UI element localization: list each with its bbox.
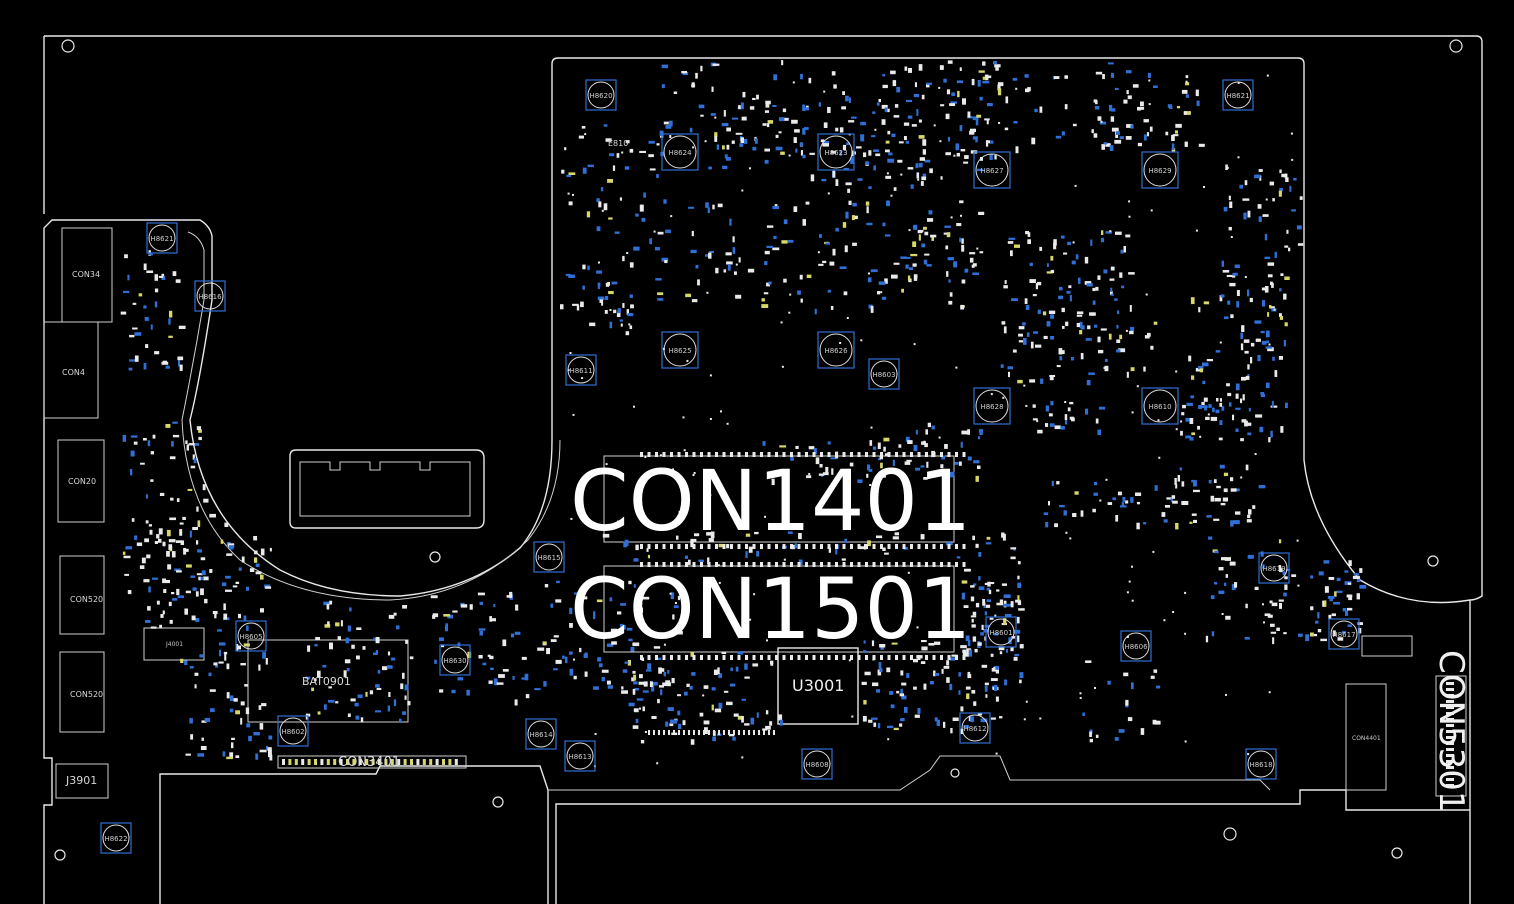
con52b-label: CON520 — [70, 690, 103, 699]
mounting-hole-label: H8602 — [281, 728, 304, 736]
con1401-footprint — [603, 455, 955, 543]
mounting-hole-label: H8608 — [805, 761, 828, 769]
board-bottom-step — [159, 765, 1470, 904]
mounting-hole: H8612 — [959, 712, 991, 744]
con4401-label: CON4401 — [1352, 735, 1381, 742]
mounting-hole: H8626 — [817, 331, 855, 369]
mounting-hole-label: H8612 — [963, 725, 986, 733]
mounting-hole-label: H8617 — [1332, 631, 1355, 639]
mounting-hole-label: H8626 — [824, 347, 848, 355]
battery-cutout-inner — [299, 461, 471, 517]
mounting-hole: H8605 — [235, 620, 267, 652]
mounting-hole-label: H8613 — [568, 753, 591, 761]
mounting-hole-label: H8627 — [980, 167, 1003, 175]
con5301-footprint — [1435, 675, 1467, 797]
mounting-hole: H8611 — [565, 354, 597, 386]
mounting-hole: H8613 — [564, 740, 596, 772]
mounting-hole: H8621 — [1222, 79, 1254, 111]
mounting-hole: H8627 — [973, 151, 1011, 189]
mounting-hole: H8622 — [100, 822, 132, 854]
board-outline — [43, 35, 1483, 904]
mounting-hole: H8610 — [1141, 387, 1179, 425]
mounting-hole: H8619 — [1258, 552, 1290, 584]
mounting-hole: H8625 — [661, 331, 699, 369]
mounting-hole-label: H8630 — [443, 657, 466, 665]
mounting-hole-label: H8628 — [980, 403, 1003, 411]
mounting-hole: H8621 — [146, 222, 178, 254]
con3401-label: CON3401 — [338, 755, 400, 770]
board-left-edge — [43, 35, 52, 214]
mounting-hole-label: H8605 — [239, 633, 262, 641]
j4001-label: J4001 — [165, 641, 183, 648]
mounting-hole-label: H8621 — [150, 235, 173, 243]
con1501-label: CON1501 — [570, 560, 971, 658]
screw-holes — [54, 39, 1463, 861]
u3001-chip — [777, 647, 859, 725]
u3001-label: U3001 — [792, 676, 844, 695]
j3901-label: J3901 — [65, 774, 97, 787]
con34-label: CON34 — [72, 270, 100, 279]
con20-label: CON20 — [68, 477, 96, 486]
mounting-hole-label: H8616 — [198, 293, 222, 301]
mounting-hole-label: H8614 — [529, 731, 553, 739]
mounting-hole-label: H8601 — [989, 629, 1012, 637]
mounting-hole: H8616 — [194, 280, 226, 312]
mounting-hole-label: H8615 — [537, 554, 560, 562]
con52a-label: CON520 — [70, 595, 103, 604]
mounting-hole-label: H8629 — [1148, 167, 1171, 175]
mounting-hole-label: H8622 — [104, 835, 127, 843]
con1401-label: CON1401 — [570, 452, 971, 550]
mounting-hole: H8617 — [1328, 618, 1360, 650]
mounting-hole-label: H8624 — [668, 149, 692, 157]
mounting-hole: H8603 — [868, 358, 900, 390]
mounting-hole-label: H8603 — [872, 371, 895, 379]
con5301-label: CON5301 — [1431, 650, 1471, 812]
mounting-hole-label: H8606 — [1124, 643, 1148, 651]
mounting-hole-label: H8623 — [824, 149, 847, 157]
mounting-hole-label: H8610 — [1148, 403, 1171, 411]
mounting-hole: H8615 — [533, 541, 565, 573]
mounting-hole-label: H8625 — [668, 347, 691, 355]
mounting-hole-label: H8618 — [1249, 761, 1272, 769]
mounting-hole-label: H8619 — [1262, 565, 1285, 573]
mounting-hole: H8623 — [817, 133, 855, 171]
mounting-hole: H8601 — [985, 616, 1017, 648]
component-pads — [120, 60, 1454, 787]
mounting-hole: H8620 — [585, 79, 617, 111]
con1501-footprint — [603, 565, 955, 653]
mounting-hole: H8606 — [1120, 630, 1152, 662]
con4401-footprint — [1345, 683, 1387, 791]
con4-label: CON4 — [62, 368, 85, 377]
mounting-hole: H8618 — [1245, 748, 1277, 780]
mounting-hole-label: H8620 — [589, 92, 612, 100]
mounting-hole: H8608 — [801, 748, 833, 780]
mounting-hole: H8614 — [525, 718, 557, 750]
mounting-hole: H8602 — [277, 715, 309, 747]
board-inner-rail — [548, 755, 1271, 791]
e810-label: E810 — [608, 139, 628, 148]
mounting-hole: H8630 — [439, 644, 471, 676]
battery-cutout — [289, 449, 485, 529]
mounting-hole-label: H8611 — [569, 367, 592, 375]
mounting-hole: H8629 — [1141, 151, 1179, 189]
bat0901-label: BAT0901 — [302, 675, 351, 688]
mounting-hole: H8624 — [661, 133, 699, 171]
left-cutout — [181, 231, 561, 601]
mounting-hole-label: H8621 — [1226, 92, 1249, 100]
mounting-hole: H8628 — [973, 387, 1011, 425]
right-small-connector — [1361, 635, 1413, 657]
left-connectors — [43, 227, 467, 799]
